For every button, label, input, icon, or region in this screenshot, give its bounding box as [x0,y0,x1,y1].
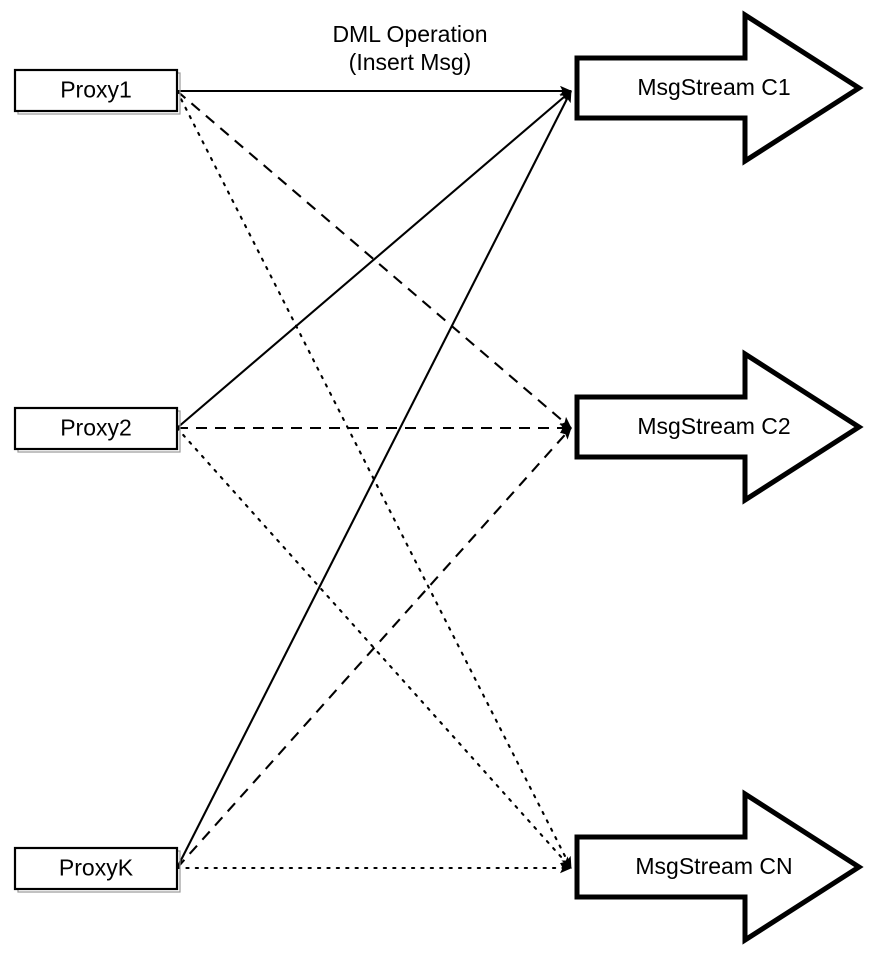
connector-lines-layer [175,85,573,874]
proxy-nodes-layer: Proxy1 Proxy2 ProxyK [13,68,181,893]
msgstream-node-c1[interactable]: MsgStream C1 [574,10,864,166]
msgstream-node-cn[interactable]: MsgStream CN [574,789,864,945]
proxy2-label: Proxy2 [60,415,132,441]
msgstream-c1-arrow-shape[interactable] [574,10,864,166]
edge-caption-line1: DML Operation [332,21,487,47]
proxy1-label: Proxy1 [60,77,132,103]
link-proxy1-to-stream-c2[interactable] [176,90,572,429]
link-proxy2-to-stream-c1[interactable] [176,90,572,429]
msgstream-c2-arrow-shape[interactable] [574,349,864,505]
msgstream-node-c2[interactable]: MsgStream C2 [574,349,864,505]
proxy1-box[interactable] [13,68,179,113]
msgstream-c2-label: MsgStream C2 [637,413,790,439]
edge-caption: DML Operation (Insert Msg) [332,21,487,75]
msgstream-c1-label: MsgStream C1 [637,74,790,100]
link-proxyk-to-stream-c2[interactable] [176,427,572,869]
link-proxyk-to-stream-c1[interactable] [176,90,572,869]
proxyk-label: ProxyK [59,855,134,881]
msgstream-cn-arrow-shape[interactable] [574,789,864,945]
msgstream-cn-label: MsgStream CN [635,853,792,879]
proxyk-box[interactable] [13,846,179,891]
msgstream-nodes-layer: MsgStream C1 MsgStream C2 MsgStream CN [574,10,864,945]
proxy-node-proxy2[interactable]: Proxy2 [13,406,181,453]
proxy-node-proxy1[interactable]: Proxy1 [13,68,181,115]
proxy-node-proxyk[interactable]: ProxyK [13,846,181,893]
proxy2-box[interactable] [13,406,179,451]
edge-caption-line2: (Insert Msg) [349,49,472,75]
